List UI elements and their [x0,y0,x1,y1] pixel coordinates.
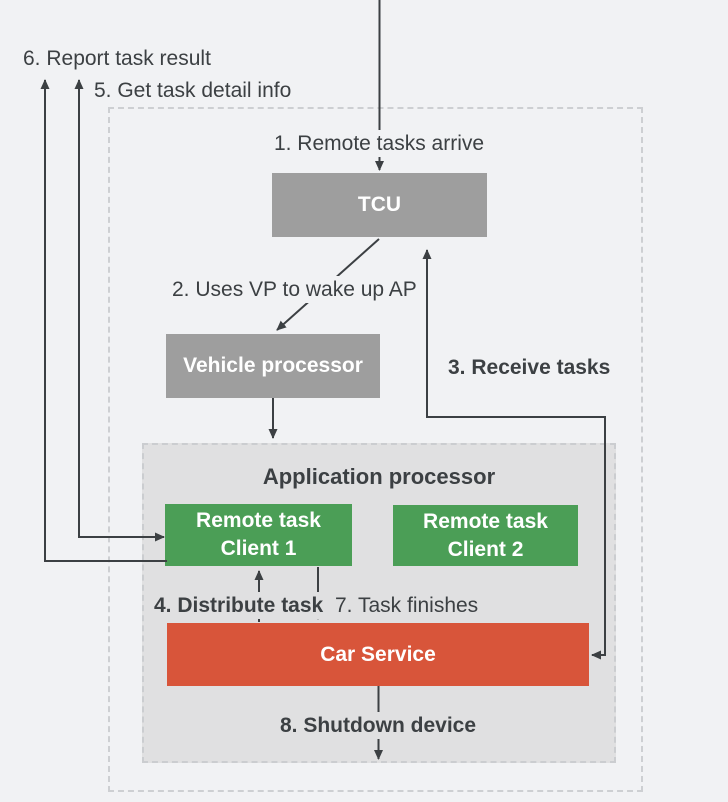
arrow-report-task-result [40,79,167,562]
arrow-get-task-detail-info [74,79,165,542]
application-processor-title: Application processor [262,464,496,489]
step-6-report-task-result: 6. Report task result [23,47,211,70]
step-5-get-task-detail-info: 5. Get task detail info [94,79,292,102]
step-1-remote-tasks-arrive: 1. Remote tasks arrive [269,130,489,157]
tcu-label: TCU [357,193,402,216]
step-4-distribute-task: 4. Distribute task [150,592,328,619]
car-service-label: Car Service [320,642,436,666]
step-7-task-finishes: 7. Task finishes [331,592,483,619]
vehicle-processor-label: Vehicle processor [183,354,363,377]
tcu-node: TCU [272,173,487,237]
step-3-receive-tasks: 3. Receive tasks [448,356,611,379]
remote-task-client-1-node: Remote task Client 1 [165,504,352,566]
remote-task-client-1-line2: Client 1 [220,537,297,560]
step-8-shutdown-device: 8. Shutdown device [275,712,481,739]
arrow-receive-tasks [422,249,606,660]
step-2-uses-vp-to-wake-up-ap: 2. Uses VP to wake up AP [168,276,421,303]
remote-task-client-1-line1: Remote task [196,509,321,532]
vehicle-processor-node: Vehicle processor [166,334,380,398]
